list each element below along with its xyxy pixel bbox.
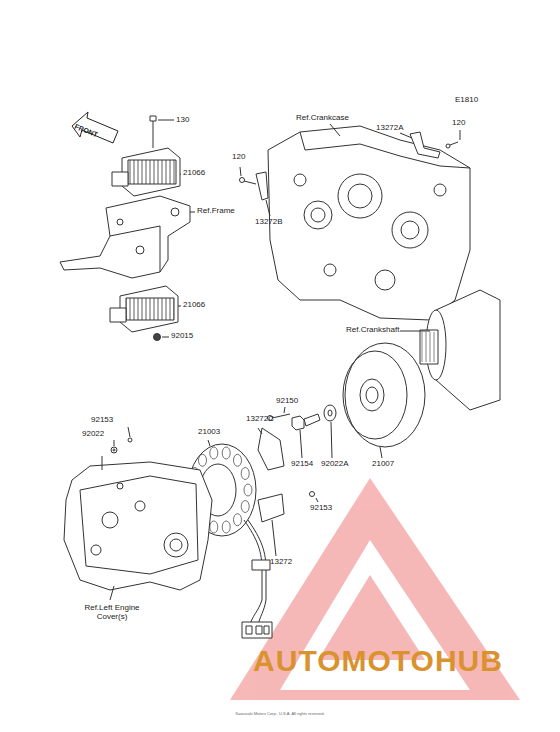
callout-number: 13272C xyxy=(246,415,274,424)
regulator xyxy=(110,286,181,332)
callout-number: 92154 xyxy=(291,460,313,469)
washer xyxy=(102,427,132,470)
coil-winding xyxy=(234,454,242,466)
callout-number: 92015 xyxy=(171,332,193,341)
wire-clamp xyxy=(400,130,460,158)
callout-number: 92022A xyxy=(321,460,349,469)
crankcase xyxy=(268,124,470,320)
coil-winding xyxy=(199,454,207,466)
callout-number: 130 xyxy=(176,116,189,125)
callout-number: Ref.Crankcase xyxy=(296,114,349,123)
wire-clamp xyxy=(258,492,318,557)
wire-harness xyxy=(242,520,272,638)
callout-number: Ref.Frame xyxy=(197,207,235,216)
callout-number: Ref.Crankshaft xyxy=(346,326,399,335)
reference-label: Ref.Left Engine Cover(s) xyxy=(75,604,149,622)
bolt xyxy=(150,116,174,148)
callout-number: 120 xyxy=(232,153,245,162)
callout-number: 13272 xyxy=(270,558,292,567)
callout-number: 92153 xyxy=(91,416,113,425)
copyright-note: Kawasaki Motors Corp., U.S.A. All rights… xyxy=(235,712,324,716)
rotor xyxy=(343,343,425,458)
washer xyxy=(324,405,336,458)
callout-number: E1810 xyxy=(455,96,478,105)
wire-clamp xyxy=(240,167,271,216)
nut xyxy=(154,334,170,341)
callout-number: 21066 xyxy=(183,169,205,178)
callout-number: 92153 xyxy=(310,504,332,513)
callout-number: 92150 xyxy=(276,397,298,406)
watermark: AUTOMOTOHUB xyxy=(253,644,503,677)
regulator xyxy=(112,148,181,196)
callout-number: 21007 xyxy=(372,460,394,469)
logo-mark xyxy=(230,478,520,700)
callout-number: 21066 xyxy=(183,301,205,310)
callout-number: 21003 xyxy=(198,428,220,437)
coil-winding xyxy=(210,447,218,459)
coil-winding xyxy=(244,484,252,496)
callout-number: 92022 xyxy=(82,430,104,439)
engine-cover xyxy=(64,462,212,600)
coil-winding xyxy=(234,514,242,526)
front-arrow xyxy=(72,112,118,143)
callout-number: 120 xyxy=(452,119,465,128)
coil-winding xyxy=(222,521,230,533)
callout-number: 13272A xyxy=(376,124,404,133)
coil-winding xyxy=(241,501,249,513)
callout-number: 13272B xyxy=(255,218,283,227)
coil-winding xyxy=(241,468,249,480)
coil-winding xyxy=(210,521,218,533)
frame-bracket xyxy=(60,196,195,278)
bolt xyxy=(292,414,320,458)
coil-winding xyxy=(222,447,230,459)
